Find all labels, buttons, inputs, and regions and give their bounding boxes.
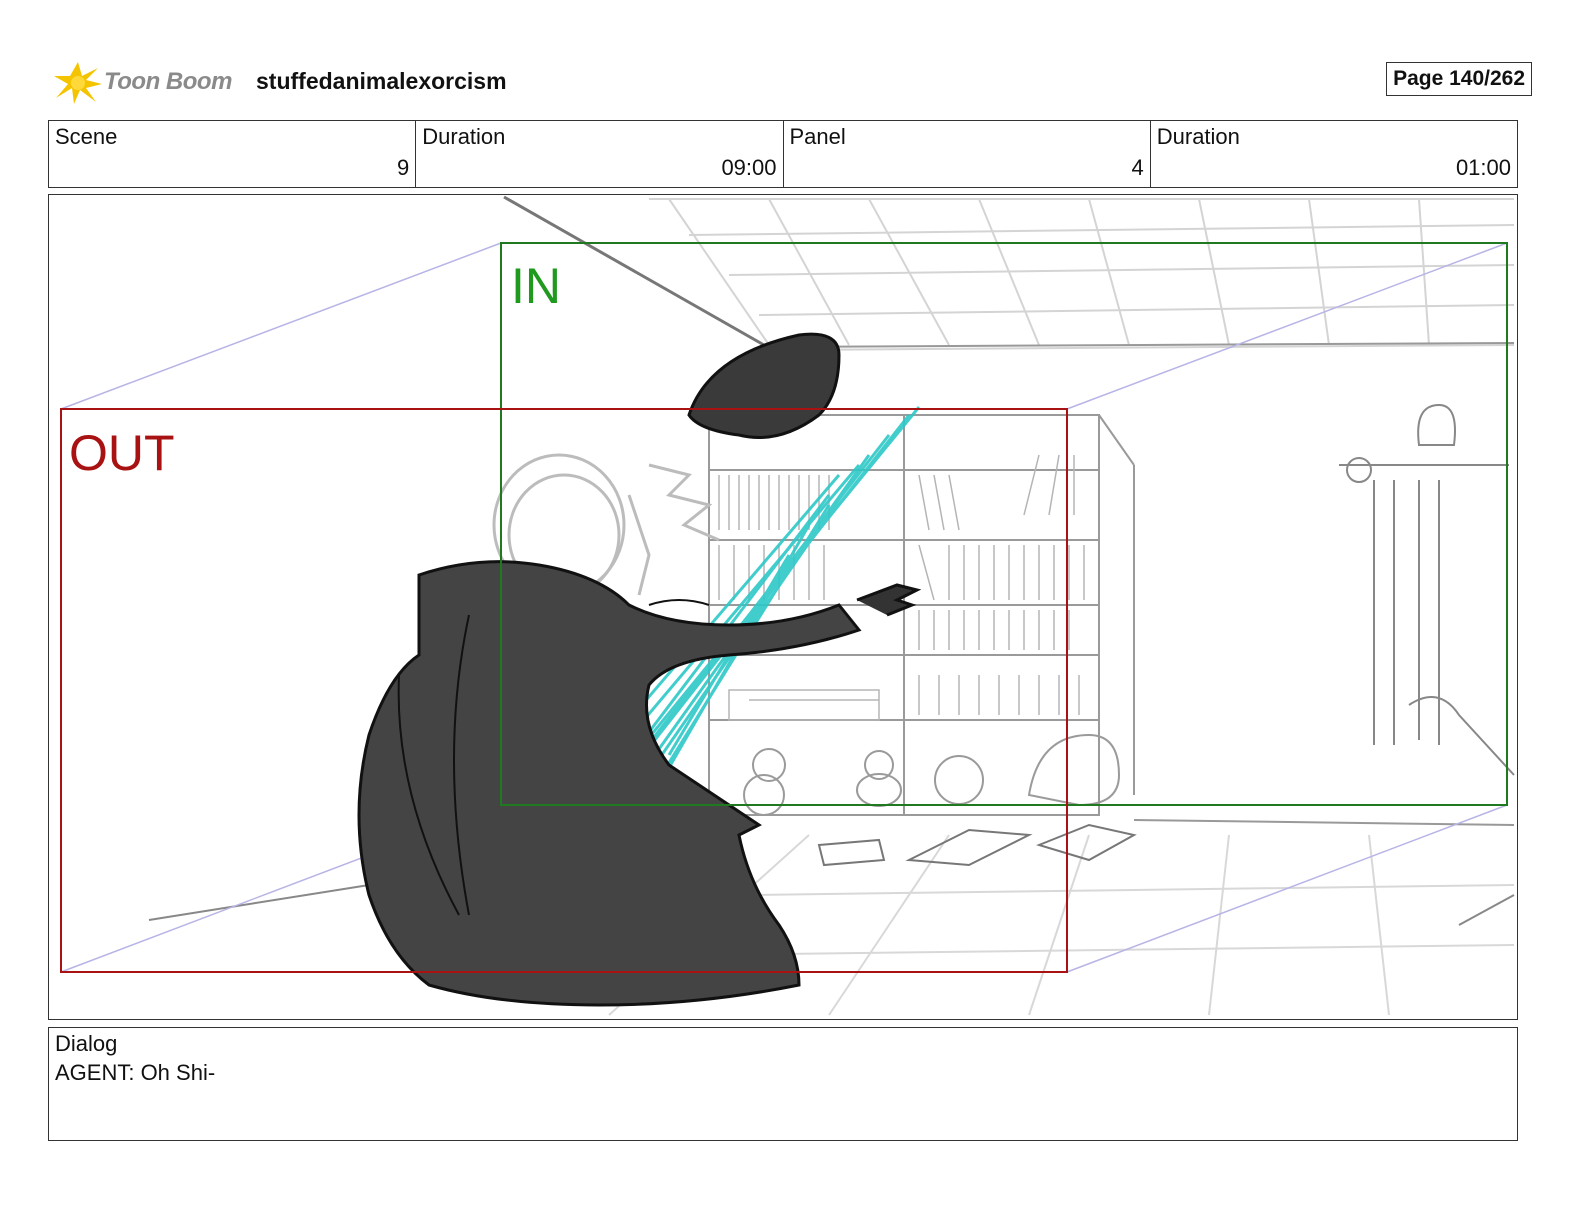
scene-info-row: Scene 9 Duration 09:00 Panel 4 Duration … bbox=[48, 120, 1518, 188]
bookshelf-sketch bbox=[708, 414, 1135, 816]
dialog-label: Dialog bbox=[55, 1031, 118, 1056]
panel-label: Panel bbox=[789, 124, 846, 149]
panel-duration-cell: Duration 01:00 bbox=[1151, 121, 1517, 187]
in-label: IN bbox=[511, 258, 561, 314]
books bbox=[718, 454, 1085, 721]
scene-duration-label: Duration bbox=[422, 124, 506, 149]
ceiling-edge bbox=[503, 195, 765, 347]
curtain-sketch bbox=[1339, 403, 1515, 926]
floor-books bbox=[817, 823, 1137, 867]
agent-body bbox=[357, 560, 862, 1007]
starburst-icon bbox=[54, 62, 102, 104]
stuffed-animals bbox=[743, 733, 1121, 816]
page-header: Toon Boom stuffedanimalexorcism Page 140… bbox=[52, 52, 1532, 108]
floor-grid bbox=[608, 834, 1515, 1016]
storyboard-panel: IN OUT bbox=[48, 194, 1518, 1020]
dialog-text: AGENT: Oh Shi- bbox=[55, 1060, 216, 1085]
scene-cell: Scene 9 bbox=[49, 121, 417, 187]
page-number: Page 140/262 bbox=[1386, 62, 1532, 96]
panel-cell: Panel 4 bbox=[784, 121, 1151, 187]
scene-label: Scene bbox=[55, 124, 118, 149]
project-title: stuffedanimalexorcism bbox=[256, 68, 507, 94]
out-label: OUT bbox=[69, 425, 175, 481]
scene-duration-value: 09:00 bbox=[721, 155, 777, 180]
toon-boom-logo: Toon Boom bbox=[52, 58, 242, 106]
scene-duration-cell: Duration 09:00 bbox=[416, 121, 784, 187]
out-frame bbox=[60, 408, 1068, 973]
dialog-box: Dialog AGENT: Oh Shi- bbox=[48, 1027, 1518, 1141]
panel-sketch: IN OUT bbox=[60, 195, 1515, 1016]
logo-text: Toon Boom bbox=[104, 68, 232, 95]
panel-value: 4 bbox=[1131, 155, 1144, 180]
in-frame bbox=[500, 242, 1508, 806]
flying-hat bbox=[687, 332, 841, 439]
panel-duration-label: Duration bbox=[1156, 124, 1240, 149]
panel-duration-value: 01:00 bbox=[1455, 155, 1511, 180]
scene-value: 9 bbox=[397, 155, 410, 180]
ceiling-grid bbox=[649, 198, 1515, 351]
